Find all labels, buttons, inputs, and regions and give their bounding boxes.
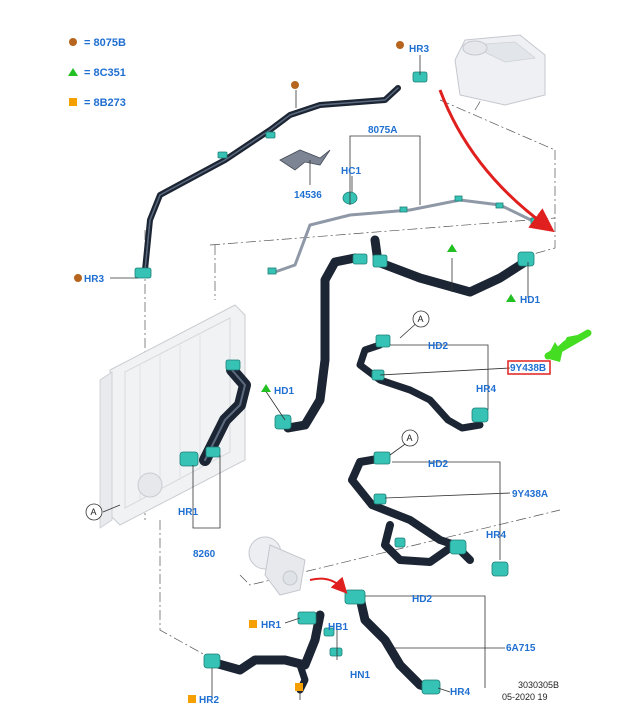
clamp-hd1-right [517, 251, 535, 267]
clamp-valve [449, 539, 467, 555]
label-hd2-a: HD2 [428, 341, 448, 352]
label-9y438b: 9Y438B [510, 363, 546, 374]
water-pump [248, 536, 306, 596]
clamp-hose-joint-1 [352, 253, 368, 265]
clamp-hd2-c [344, 589, 366, 605]
clamp-hose-joint-2 [372, 254, 388, 268]
clamp-hr1-right [205, 446, 221, 458]
clamp-9y438a-mid [394, 537, 406, 548]
clamp-hr4-b [491, 561, 509, 577]
clamp-hr3-left [134, 267, 152, 279]
highlight-arrow-reservoir [438, 89, 555, 233]
coolant-reservoir [454, 34, 546, 106]
brown-circle-marker-hr3-left [74, 274, 82, 282]
clamp-hd2-b [373, 451, 391, 465]
clamp-upper-1 [265, 131, 276, 139]
legend-green-triangle-icon [68, 68, 78, 76]
label-8260: 8260 [193, 549, 216, 560]
label-hd2-b: HD2 [428, 459, 448, 470]
label-8075a: 8075A [368, 125, 397, 136]
label-hr2: HR2 [199, 695, 219, 706]
brown-circle-marker-hose-top [291, 81, 299, 89]
clamp-hr2 [203, 653, 221, 669]
view-marker-a-1 [412, 310, 430, 328]
clamp-tube-3 [495, 202, 504, 209]
green-triangle-marker-top-hose [447, 244, 457, 252]
label-hr4-c: HR4 [450, 687, 470, 698]
clamp-radiator-top [225, 359, 241, 371]
clamp-hr4-a [471, 407, 489, 423]
clamp-upper-2 [217, 151, 228, 159]
orange-square-marker-hr1 [249, 620, 257, 628]
label-hd1-left: HD1 [274, 386, 294, 397]
highlight-arrow-pump [309, 576, 348, 594]
label-hb1: HB1 [328, 622, 348, 633]
bracket-14536 [279, 149, 331, 171]
highlight-box-9y438b [507, 360, 551, 375]
clamp-9y438a [373, 493, 387, 505]
label-hc1: HC1 [341, 166, 361, 177]
label-hd1-right: HD1 [520, 295, 540, 306]
clamp-tube-4 [267, 267, 277, 275]
label-hr1-left: HR1 [178, 507, 198, 518]
brown-circle-marker-hr3-top [396, 41, 404, 49]
view-marker-a-2 [401, 429, 419, 447]
orange-square-marker-hr2 [188, 695, 196, 703]
footer-date: 05-2020 19 [502, 692, 548, 702]
footer-reference-number: 3030305B [518, 680, 559, 690]
label-hr3-left: HR3 [84, 274, 104, 285]
green-triangle-marker-hd1-left [261, 384, 271, 392]
clamp-hr4-c [421, 679, 441, 695]
clamp-hd2-a [375, 334, 391, 348]
part-labels: HR3 8075A HC1 14536 HR3 HD1 HD2 9Y438B H… [84, 44, 551, 706]
legend: = 8075B = 8C351 = 8B273 [68, 37, 126, 109]
label-14536: 14536 [294, 190, 322, 201]
radiator [99, 304, 246, 529]
label-hr4-a: HR4 [476, 384, 496, 395]
green-triangle-marker-hd1-right [506, 294, 516, 302]
view-marker-a-1-text: A [418, 314, 424, 324]
clamp-hb1 [323, 627, 335, 637]
legend-orange-square-icon [69, 98, 77, 106]
legend-brown-circle-icon [69, 38, 77, 46]
clamp-hr1-left [179, 451, 199, 467]
clamp-tube-1 [399, 206, 408, 213]
label-hr1-bottom: HR1 [261, 620, 281, 631]
view-marker-a-3 [85, 503, 103, 521]
clamp-tube-2 [454, 195, 463, 202]
legend-label-8075b: = 8075B [84, 37, 126, 49]
clamp-hr1-bottom [297, 611, 317, 625]
leader-lines [102, 55, 529, 700]
legend-label-8b273: = 8B273 [84, 97, 126, 109]
clamp-hn1 [329, 647, 343, 657]
pointer-arrow-head [545, 340, 565, 362]
clamps [134, 71, 542, 695]
view-marker-a-2-text: A [407, 433, 413, 443]
clamp-hd1-left [274, 414, 292, 430]
legend-label-8c351: = 8C351 [84, 67, 126, 79]
label-hn1: HN1 [350, 670, 370, 681]
view-marker-a-3-text: A [91, 507, 97, 517]
orange-square-marker-bottom [295, 683, 303, 691]
label-hr3-top: HR3 [409, 44, 429, 55]
label-9y438a: 9Y438A [512, 489, 548, 500]
label-6a715: 6A715 [506, 643, 536, 654]
label-hd2-c: HD2 [412, 594, 432, 605]
label-hr4-b: HR4 [486, 530, 506, 541]
